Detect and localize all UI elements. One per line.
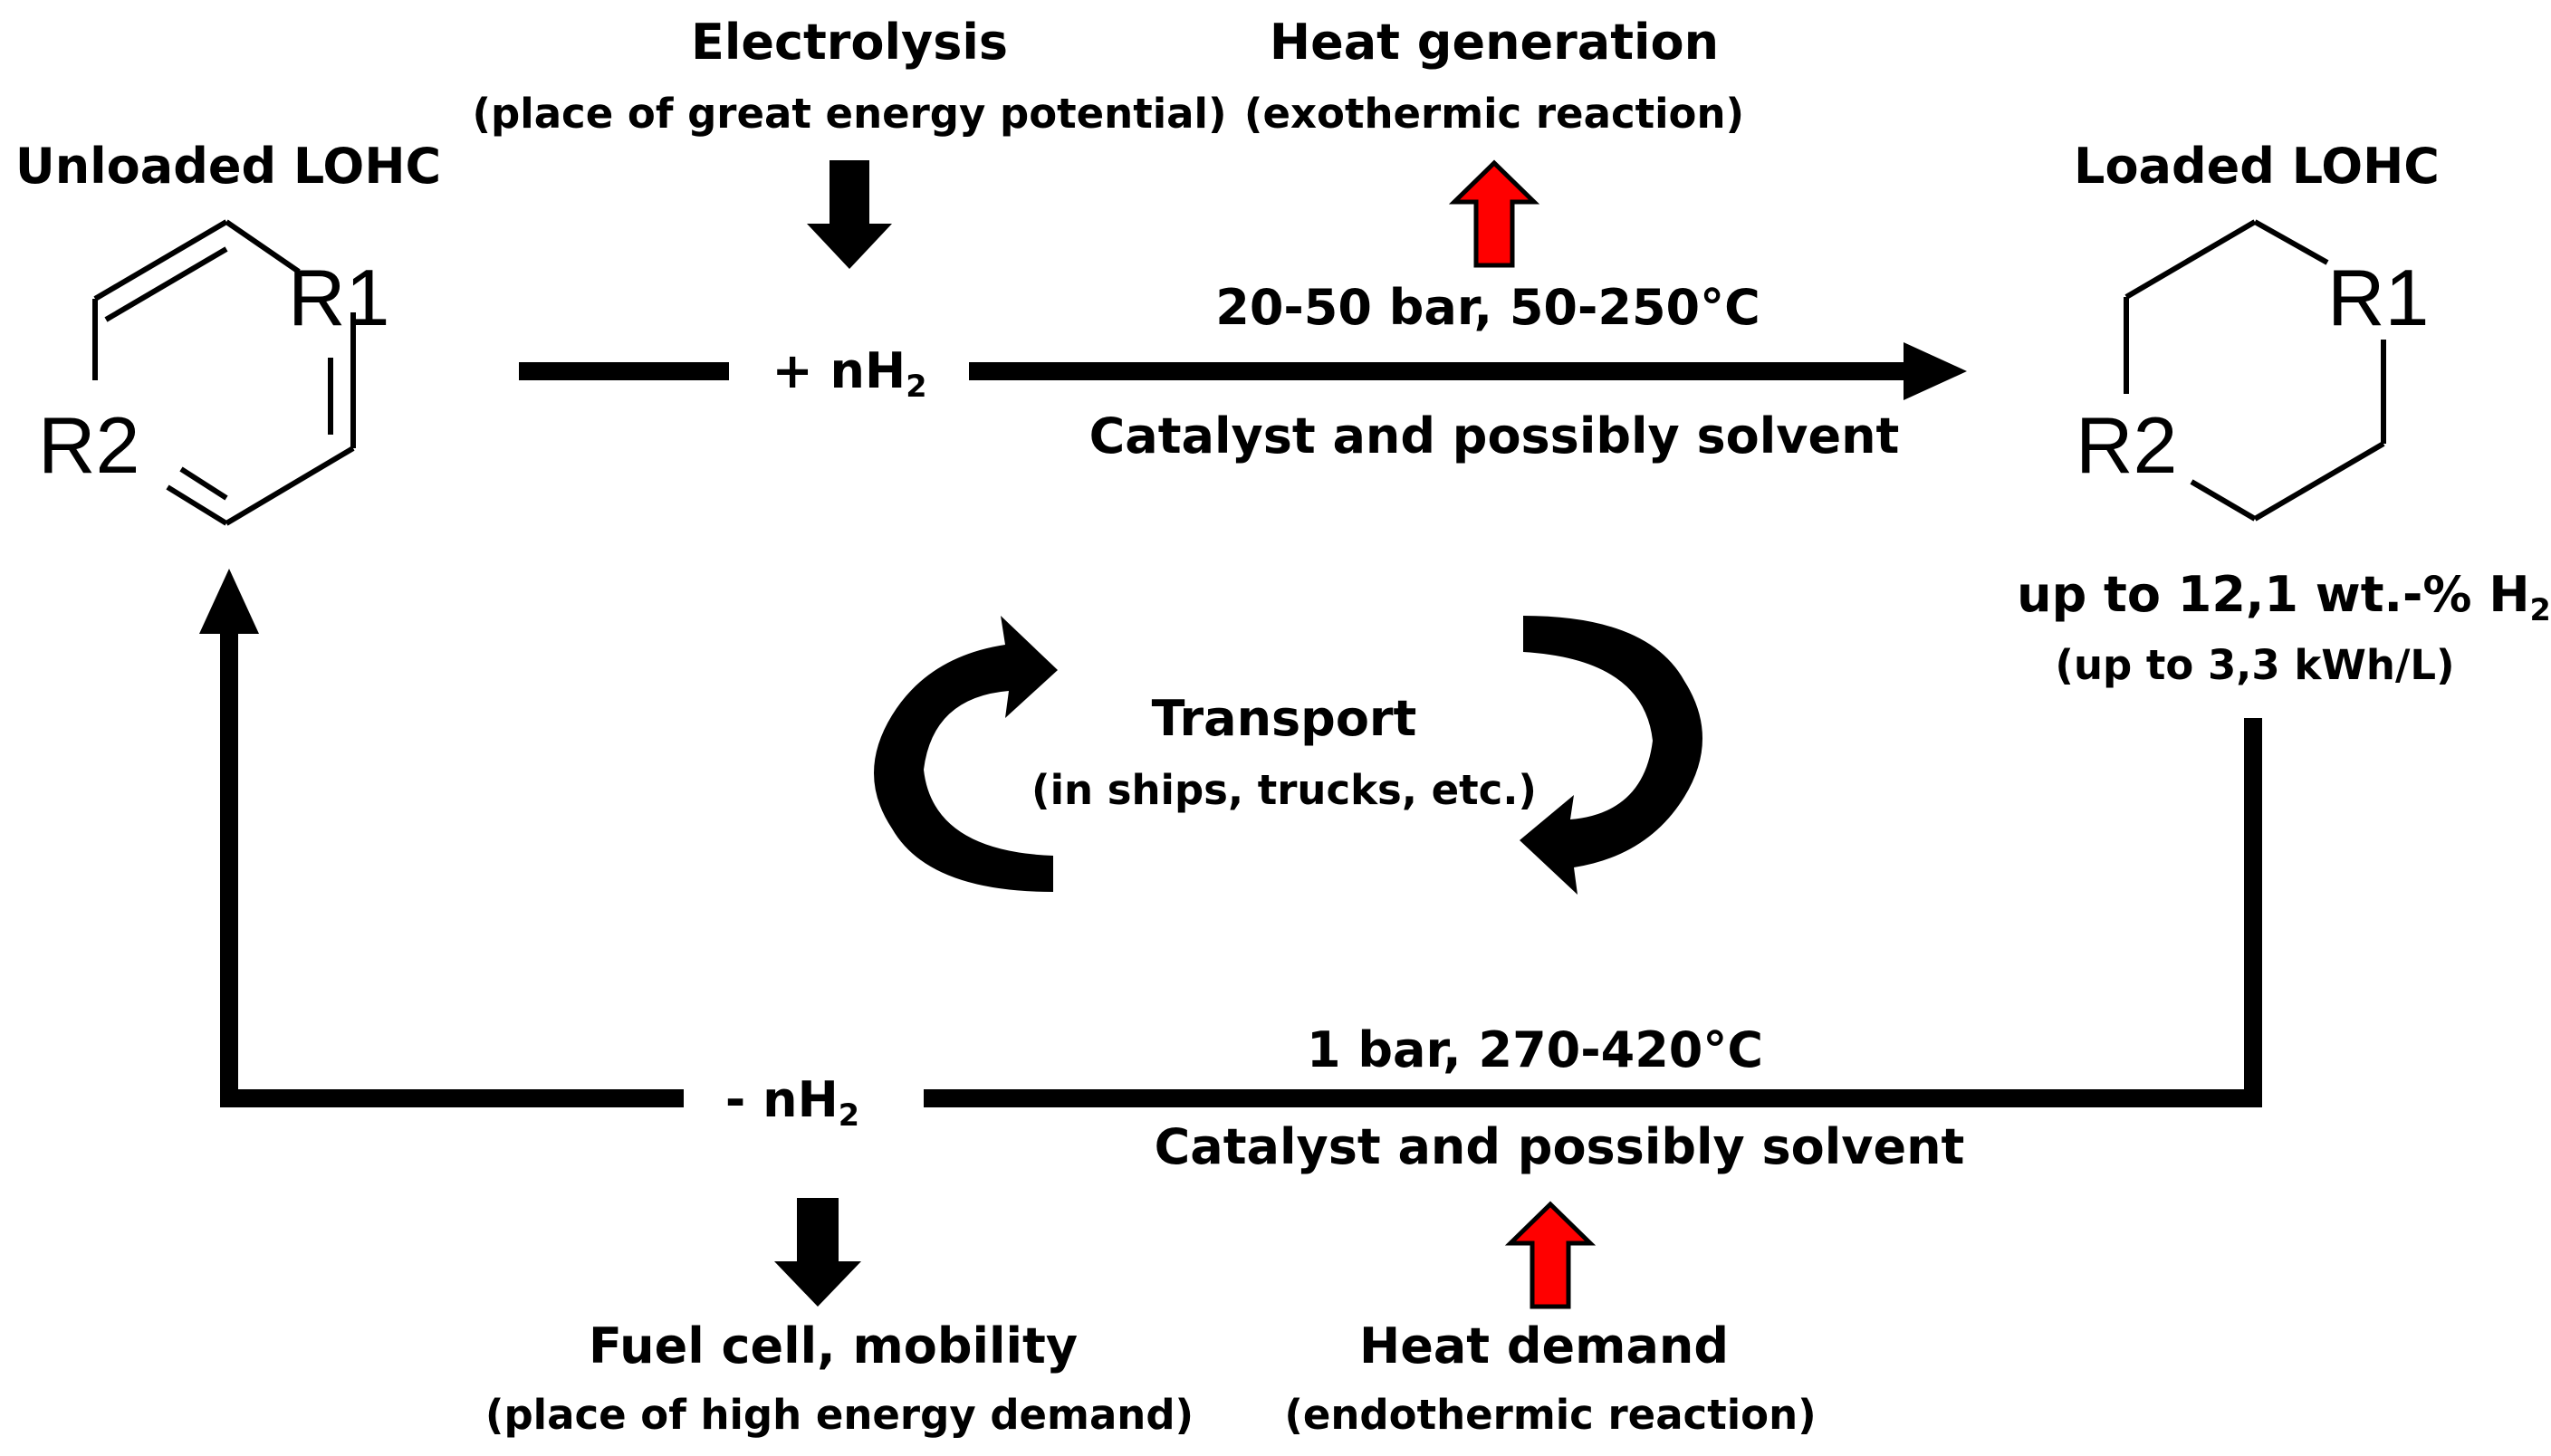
electrolysis-title: Electrolysis [690, 14, 1009, 71]
loaded-r2-label: R2 [2076, 400, 2178, 490]
heat-generation-title: Heat generation [1269, 14, 1720, 71]
heat-demand-subtitle: (endothermic reaction) [1284, 1391, 1817, 1439]
electrolysis-subtitle: (place of great energy potential) [472, 90, 1227, 138]
hydrogenation-catalyst: Catalyst and possibly solvent [1088, 407, 1900, 465]
fuel-cell-down-arrow [774, 1198, 861, 1307]
heat-generation-subtitle: (exothermic reaction) [1243, 90, 1745, 138]
unloaded-lohc-ring [92, 219, 356, 526]
hydrogen-capacity-subscript: 2 [2529, 592, 2551, 628]
heat-generation-up-arrow [1448, 159, 1540, 268]
add-hydrogen-subscript: 2 [906, 369, 927, 405]
dehydrogenation-loop [199, 569, 2262, 1107]
heat-demand-title: Heat demand [1359, 1317, 1729, 1375]
fuel-cell-subtitle: (place of high energy demand) [484, 1391, 1194, 1439]
transport-title: Transport [1151, 690, 1417, 747]
hydrogen-capacity-text: up to 12,1 wt.-% H [2017, 566, 2530, 623]
loaded-r1-label: R1 [2327, 253, 2430, 342]
heat-demand-up-arrow [1504, 1201, 1597, 1309]
unloaded-r2-label: R2 [38, 400, 140, 490]
release-hydrogen-label: - nH2 [725, 1076, 859, 1131]
hydrogenation-arrow [519, 342, 1967, 400]
add-hydrogen-text: + nH [772, 342, 906, 399]
electrolysis-down-arrow [807, 160, 892, 269]
loaded-lohc-ring [2124, 219, 2386, 522]
volumetric-capacity: (up to 3,3 kWh/L) [2055, 641, 2455, 689]
hydrogen-capacity: up to 12,1 wt.-% H2 [2017, 570, 2551, 626]
fuel-cell-title: Fuel cell, mobility [588, 1317, 1079, 1375]
release-hydrogen-subscript: 2 [838, 1097, 860, 1134]
loaded-lohc-title: Loaded LOHC [2074, 138, 2440, 195]
hydrogenation-conditions: 20-50 bar, 50-250°C [1215, 279, 1760, 336]
transport-cycle-arrows [874, 616, 1702, 895]
unloaded-r1-label: R1 [288, 253, 390, 342]
unloaded-lohc-title: Unloaded LOHC [14, 138, 442, 195]
release-hydrogen-text: - nH [724, 1071, 839, 1128]
dehydrogenation-catalyst: Catalyst and possibly solvent [1154, 1118, 1965, 1175]
add-hydrogen-label: + nH2 [772, 347, 927, 402]
transport-subtitle: (in ships, trucks, etc.) [1031, 766, 1537, 814]
dehydrogenation-conditions: 1 bar, 270-420°C [1307, 1021, 1763, 1078]
